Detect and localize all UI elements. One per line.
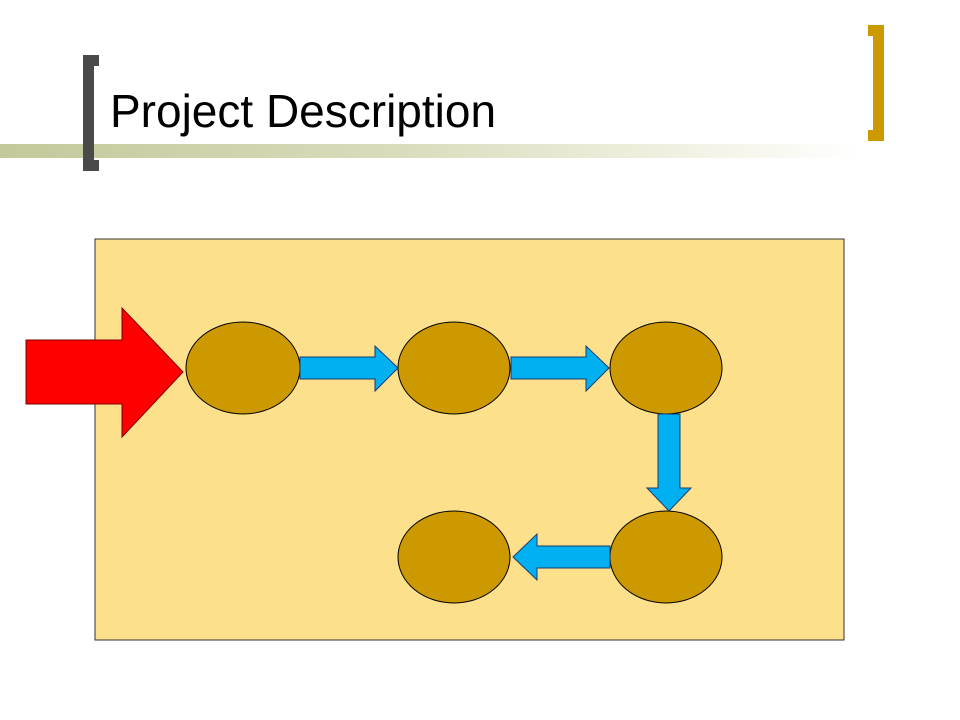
connector-arrow-2-3	[510, 344, 610, 393]
process-node-1	[185, 321, 301, 415]
connector-arrow-4-5	[512, 532, 611, 582]
process-node-4	[609, 510, 723, 604]
process-node-3	[609, 321, 723, 415]
connector-arrow-1-2	[299, 344, 399, 393]
title-underline-band	[0, 144, 860, 158]
slide-title: Project Description	[110, 85, 497, 137]
process-node-5	[397, 510, 511, 604]
connector-arrow-3-4	[645, 413, 693, 512]
right-bracket-decoration	[868, 25, 884, 141]
process-node-2	[397, 321, 511, 415]
left-bracket-decoration	[83, 55, 99, 171]
entry-arrow	[25, 306, 184, 439]
